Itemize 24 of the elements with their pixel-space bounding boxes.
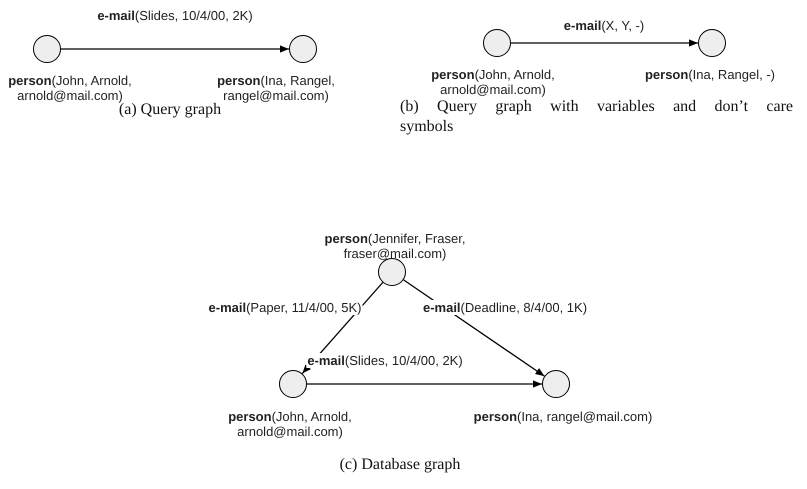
node-caption: person(John, Arnold, arnold@mail.com) [227, 409, 353, 439]
arrow [511, 39, 698, 47]
node-caption: person(Ina, Rangel, -) [644, 67, 776, 82]
edge-label: e-mail(Deadline, 8/4/00, 1K) [422, 300, 588, 315]
node-circle [289, 35, 317, 63]
node-circle [698, 29, 726, 57]
subfigure-caption: (b) Query graph with variables and don’t care symbols [400, 97, 793, 137]
subfigure-caption: (c) Database graph [338, 455, 462, 475]
node-circle [279, 370, 307, 398]
node-caption: person(Ina, rangel@mail.com) [473, 409, 653, 424]
node-caption: person(John, Arnold, arnold@mail.com) [7, 73, 133, 103]
node-circle [33, 35, 61, 63]
edge-label: e-mail(X, Y, -) [562, 18, 646, 33]
edge-label: e-mail(Slides, 10/4/00, 2K) [96, 8, 254, 23]
arrow [61, 45, 289, 53]
node-circle [483, 29, 511, 57]
node-caption: person(Jennifer, Fraser, fraser@mail.com) [324, 231, 466, 261]
node-caption: person(Ina, Rangel, rangel@mail.com) [217, 73, 336, 103]
arrow [307, 380, 542, 388]
edge-label: e-mail(Paper, 11/4/00, 5K) [208, 300, 362, 315]
node-circle [542, 370, 570, 398]
node-caption: person(John, Arnold, arnold@mail.com) [430, 67, 556, 97]
edge-label: e-mail(Slides, 10/4/00, 2K) [306, 353, 464, 368]
subfigure-caption: (a) Query graph [118, 101, 222, 120]
